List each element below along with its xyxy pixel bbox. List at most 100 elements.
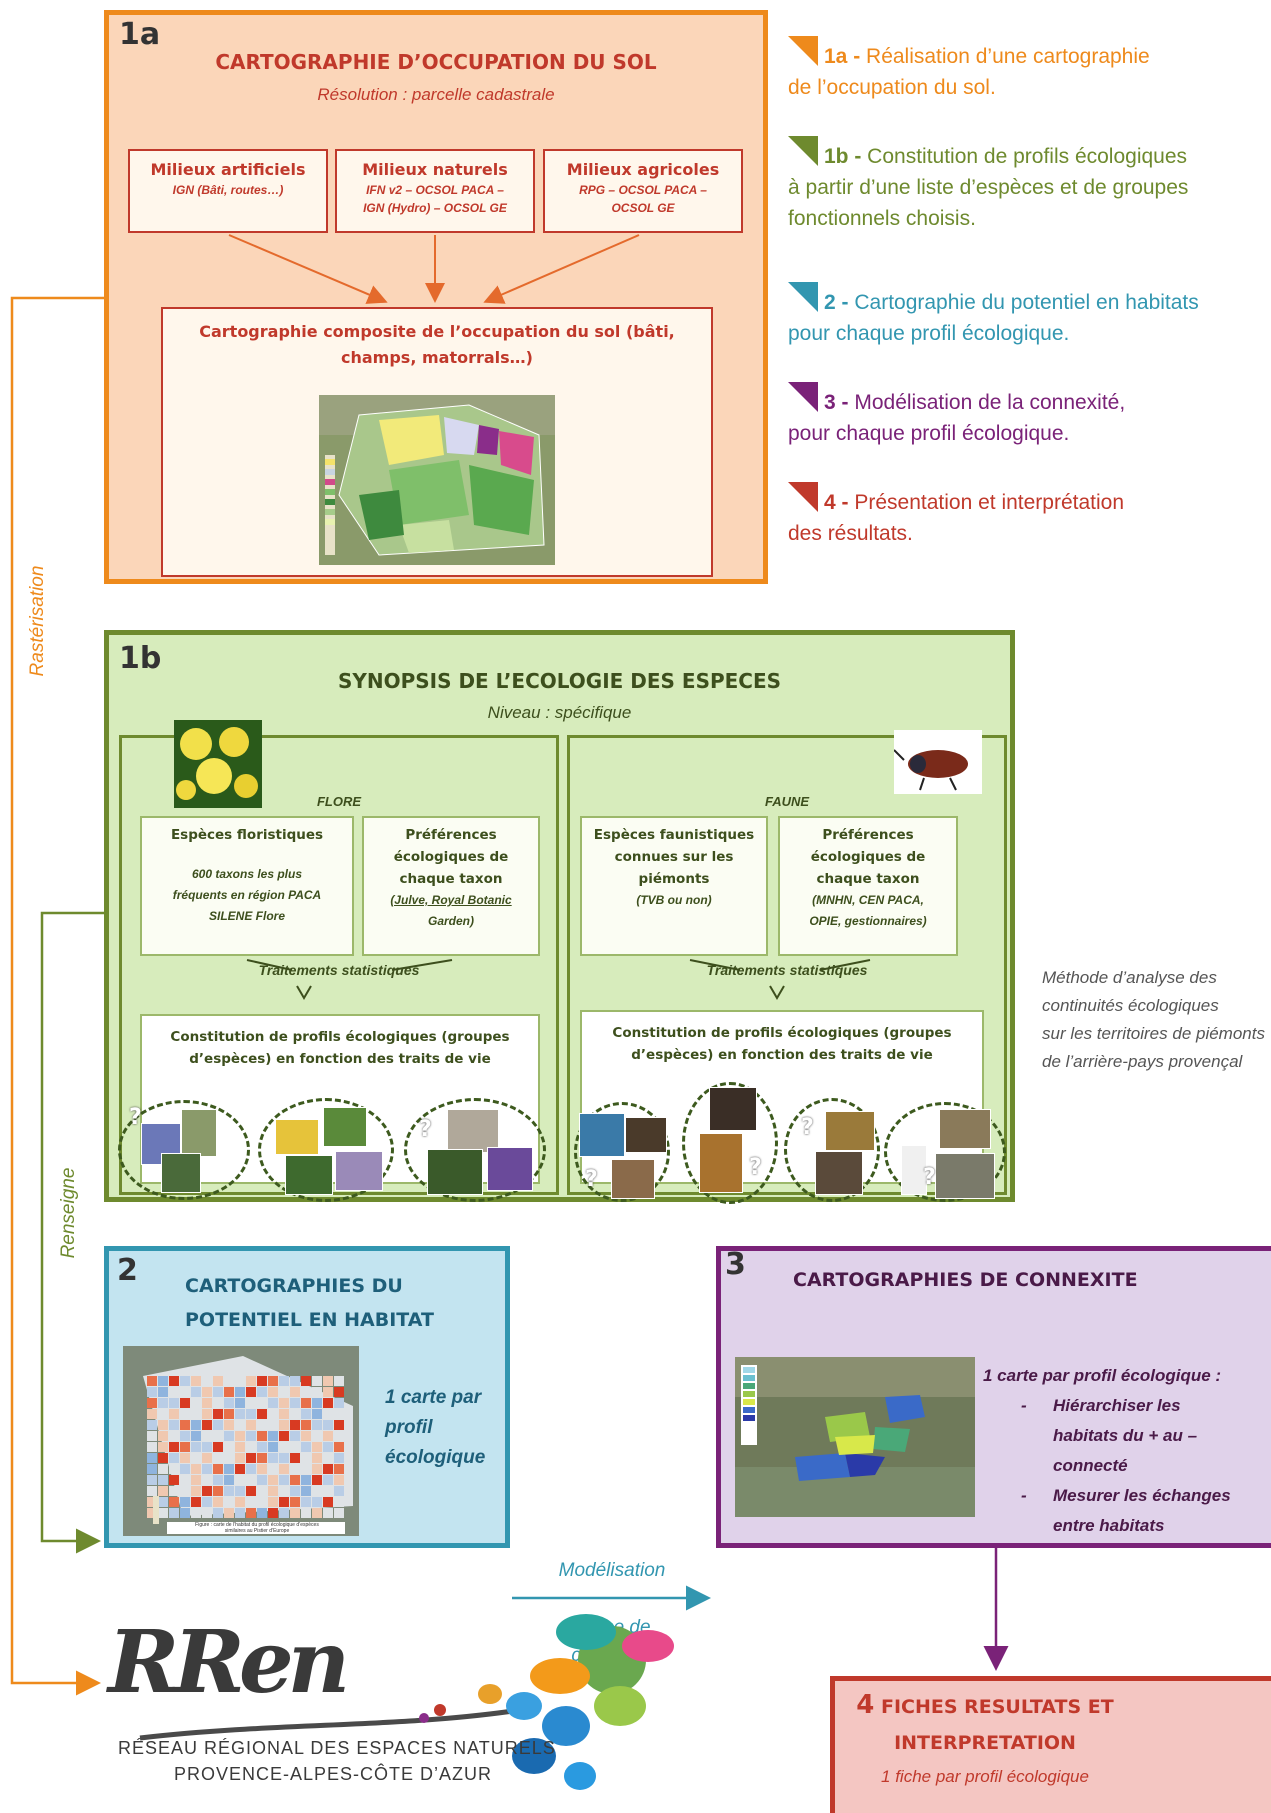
faune-arrows <box>689 959 871 1000</box>
animal-photo <box>625 1117 667 1153</box>
habitat-cell <box>191 1464 201 1474</box>
habitat-cell <box>290 1453 300 1463</box>
habitat-cell <box>334 1387 344 1397</box>
habitat-grid <box>123 1346 359 1536</box>
habitat-cell <box>180 1442 190 1452</box>
habitat-cell <box>312 1409 322 1419</box>
animal-group-circle: ? <box>574 1102 670 1202</box>
figure-inset-caption: Figure : carte de l’habitat du profil éc… <box>195 1522 319 1534</box>
box-number: 4 <box>856 1690 875 1720</box>
plant-photo <box>285 1155 333 1195</box>
category-agricultural: Milieux agricoles RPG – OCSOL PACA – OCS… <box>543 149 743 233</box>
habitat-cell <box>301 1497 311 1507</box>
habitat-cell <box>202 1376 212 1386</box>
habitat-cell <box>268 1409 278 1419</box>
habitat-cell <box>290 1431 300 1441</box>
habitat-cell <box>158 1387 168 1397</box>
habitat-cell <box>323 1475 333 1485</box>
habitat-cell <box>180 1508 190 1518</box>
habitat-cell <box>246 1442 256 1452</box>
habitat-cell <box>268 1497 278 1507</box>
habitat-cell <box>180 1431 190 1441</box>
animal-photo <box>699 1133 743 1193</box>
faune-species-box: Espèces faunistiques connues sur les pié… <box>580 816 768 956</box>
habitat-cell <box>312 1398 322 1408</box>
habitat-cell <box>301 1475 311 1485</box>
habitat-cell <box>180 1409 190 1419</box>
habitat-cell <box>224 1475 234 1485</box>
habitat-cell <box>334 1376 344 1386</box>
habitat-cell <box>224 1409 234 1419</box>
habitat-cell <box>213 1497 223 1507</box>
habitat-cell <box>257 1464 267 1474</box>
habitat-cell <box>202 1486 212 1496</box>
habitat-cell <box>301 1431 311 1441</box>
habitat-potential-map-image: Figure : carte de l’habitat du profil éc… <box>123 1346 359 1536</box>
rasterisation-label-wrap: Rastérisation <box>23 556 53 686</box>
habitat-cell <box>235 1475 245 1485</box>
faune-preferences-box: Préférences écologiques de chaque taxon … <box>778 816 958 956</box>
habitat-cell <box>191 1398 201 1408</box>
bullet-hierarchiser: - Hiérarchiser les habitats du + au – co… <box>1021 1396 1198 1475</box>
habitat-cell <box>334 1420 344 1430</box>
habitat-cell <box>290 1486 300 1496</box>
habitat-cell <box>334 1497 344 1507</box>
animal-group-circle: ? <box>682 1082 778 1204</box>
habitat-cell <box>279 1486 289 1496</box>
habitat-cell <box>191 1453 201 1463</box>
legend-item-2: 2 - Cartographie du potentiel en habitat… <box>788 282 1271 349</box>
box-description: 1 carte par profil écologique : - Hiérar… <box>983 1361 1263 1541</box>
habitat-cell <box>224 1508 234 1518</box>
habitat-cell <box>246 1409 256 1419</box>
legend-item-1a: 1a - Réalisation d’une cartographie de l… <box>788 36 1271 103</box>
habitat-cell <box>235 1376 245 1386</box>
habitat-cell <box>257 1486 267 1496</box>
animal-photo <box>939 1109 991 1149</box>
bullet-mesurer: - Mesurer les échanges entre habitats <box>1021 1486 1231 1535</box>
flore-panel: FLORE Espèces floristiques 600 taxons le… <box>118 720 559 1202</box>
habitat-cell <box>268 1398 278 1408</box>
habitat-cell <box>323 1387 333 1397</box>
legend-item-1b: 1b - Constitution de profils écologiques… <box>788 136 1271 234</box>
habitat-cell <box>191 1431 201 1441</box>
box-2: 2 CARTOGRAPHIES DU POTENTIEL EN HABITAT … <box>104 1246 510 1548</box>
logo-line-1: RÉSEAU RÉGIONAL DES ESPACES NATURELS <box>118 1738 556 1758</box>
flore-species-box: Espèces floristiques 600 taxons les plus… <box>140 816 354 956</box>
habitat-cell <box>169 1475 179 1485</box>
habitat-cell <box>169 1464 179 1474</box>
habitat-cell <box>224 1464 234 1474</box>
animal-photo <box>815 1151 863 1195</box>
green-flag-icon <box>788 136 818 166</box>
habitat-cell <box>180 1398 190 1408</box>
habitat-cell <box>301 1376 311 1386</box>
habitat-cell <box>147 1442 157 1452</box>
habitat-cell <box>323 1398 333 1408</box>
habitat-cell <box>323 1420 333 1430</box>
habitat-cell <box>312 1376 322 1386</box>
box-subtitle: Résolution : parcelle cadastrale <box>317 85 555 104</box>
habitat-cell <box>213 1431 223 1441</box>
habitat-cell <box>246 1453 256 1463</box>
habitat-cell <box>279 1398 289 1408</box>
habitat-cell <box>202 1464 212 1474</box>
modelling-label: Modélisation <box>558 1560 666 1581</box>
habitat-cell <box>147 1486 157 1496</box>
habitat-cell <box>213 1464 223 1474</box>
habitat-cell <box>246 1464 256 1474</box>
teal-flag-icon <box>788 282 818 312</box>
habitat-cell <box>246 1508 256 1518</box>
habitat-cell <box>301 1398 311 1408</box>
orange-flag-icon <box>788 36 818 66</box>
box-subtitle: Niveau : spécifique <box>487 703 632 722</box>
habitat-cell <box>202 1497 212 1507</box>
box-description: 1 fiche par profil écologique <box>881 1767 1089 1786</box>
question-mark-icon: ? <box>129 1105 142 1130</box>
habitat-cell <box>235 1497 245 1507</box>
animal-photo <box>579 1113 625 1157</box>
habitat-cell <box>147 1409 157 1419</box>
habitat-cell <box>301 1453 311 1463</box>
habitat-cell <box>290 1497 300 1507</box>
habitat-cell <box>147 1497 157 1507</box>
habitat-cell <box>202 1508 212 1518</box>
composite-map-box: Cartographie composite de l’occupation d… <box>161 307 713 577</box>
